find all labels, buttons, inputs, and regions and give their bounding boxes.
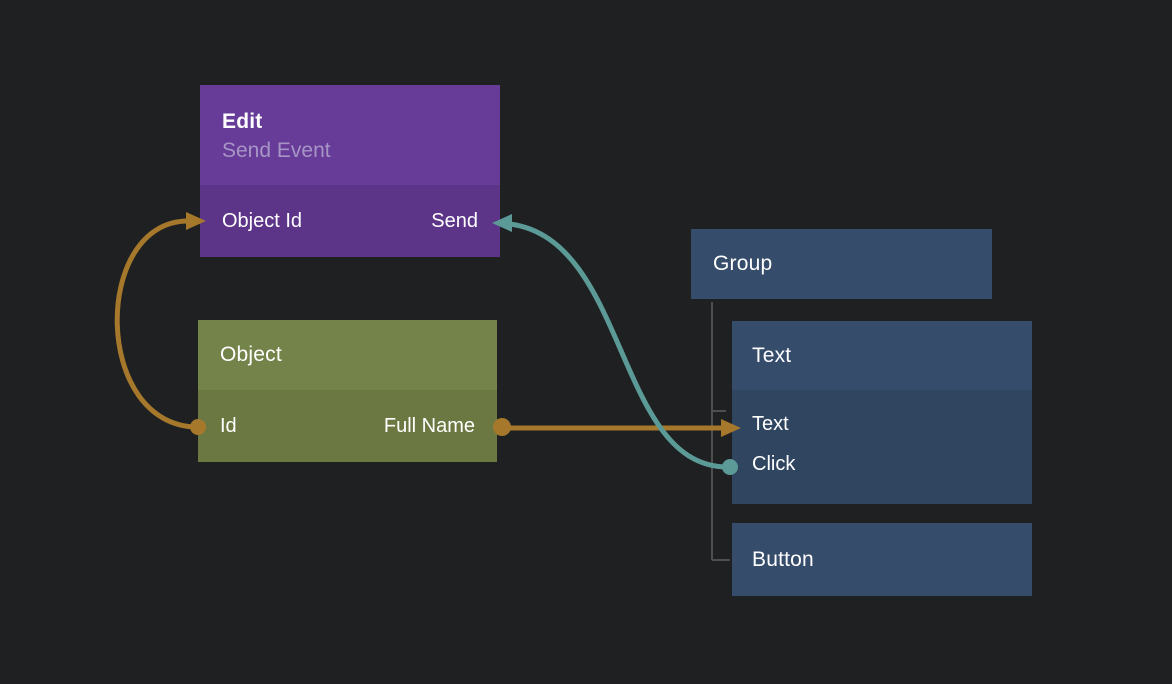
edge-id-to-object-id-line[interactable] <box>114 218 199 430</box>
node-group[interactable]: Group <box>691 229 992 299</box>
node-button-title: Button <box>752 547 814 571</box>
node-edit-subtitle: Send Event <box>222 139 331 162</box>
node-object-header[interactable]: Object <box>198 320 497 390</box>
node-group-title: Group <box>713 252 773 275</box>
node-object-title: Object <box>220 343 282 366</box>
node-text[interactable]: Text Text Click <box>732 321 1032 504</box>
edge-fullname-to-text[interactable] <box>493 418 741 437</box>
port-full-name[interactable]: Full Name <box>383 414 475 437</box>
group-tree-connector <box>711 302 730 561</box>
node-text-title: Text <box>752 343 792 367</box>
port-click[interactable]: Click <box>752 453 796 475</box>
node-edit-header[interactable]: Edit Send Event <box>200 85 500 185</box>
node-edit-ports[interactable]: Object Id Send <box>200 185 500 257</box>
port-id[interactable]: Id <box>220 414 237 437</box>
node-edit[interactable]: Edit Send Event Object Id Send <box>200 85 500 257</box>
edge-id-to-object-id[interactable] <box>114 212 206 435</box>
node-button[interactable]: Button <box>732 523 1032 596</box>
port-text[interactable]: Text <box>752 413 789 435</box>
port-send[interactable]: Send <box>431 209 478 232</box>
node-text-ports[interactable]: Text Click <box>732 390 1032 504</box>
port-object-id[interactable]: Object Id <box>222 209 303 232</box>
node-text-header[interactable]: Text <box>732 321 1032 390</box>
node-object-ports[interactable]: Id Full Name <box>198 390 497 462</box>
node-edit-title: Edit <box>222 110 263 133</box>
node-object[interactable]: Object Id Full Name <box>198 320 497 462</box>
